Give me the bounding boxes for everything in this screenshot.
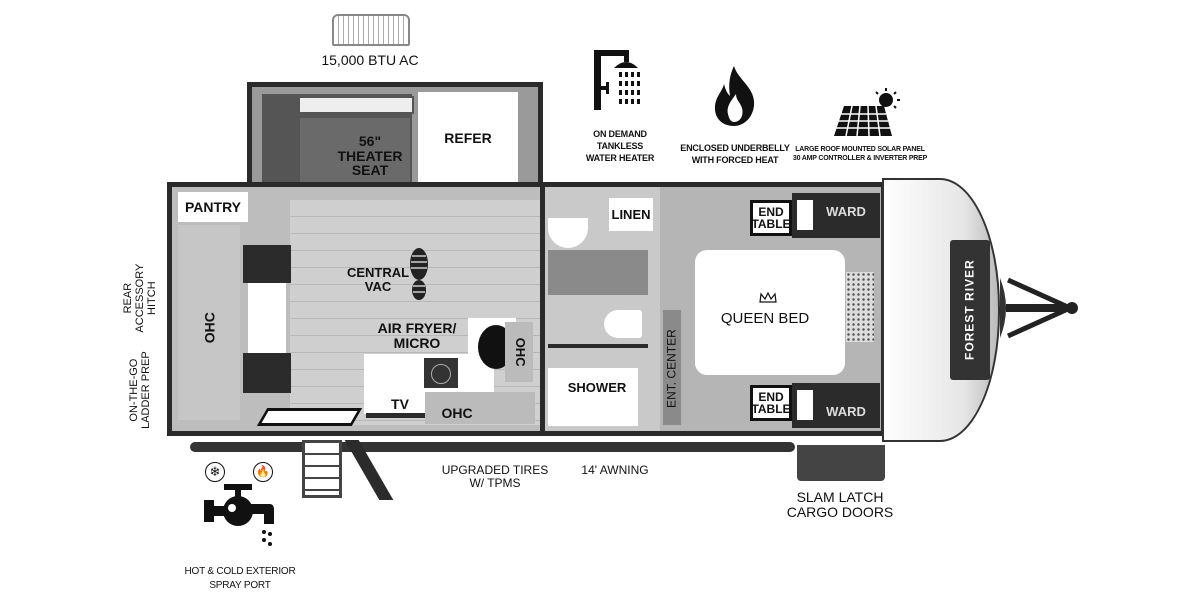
entry-door <box>256 408 363 426</box>
tv <box>366 413 428 418</box>
window <box>298 96 414 114</box>
spigot-icon <box>204 484 274 546</box>
rear-cabinet <box>178 225 240 420</box>
side-cabinet <box>505 322 533 382</box>
footprint-icon <box>410 248 428 300</box>
shower-pan <box>548 368 638 426</box>
shower-label: SHOWER <box>567 380 627 395</box>
ac-label: 15,000 BTU AC <box>321 52 419 68</box>
ohc-rear-label: OHC <box>201 312 218 344</box>
rear-hitch-label: REAR ACCESSORY HITCH <box>121 263 159 333</box>
air-conditioner-icon <box>332 14 410 46</box>
end-table-top: END TABLE <box>750 200 792 236</box>
bath-vanity <box>548 250 648 295</box>
brand-badge <box>950 240 990 380</box>
entry-steps <box>302 440 342 498</box>
wardrobe-top-door <box>797 200 813 230</box>
ent-center-label: ENT. CENTER <box>664 329 679 408</box>
solar-label: LARGE ROOF MOUNTED SOLAR PANEL 30 AMP CO… <box>792 146 928 163</box>
entertainment-center <box>663 310 681 425</box>
shower-icon <box>594 50 640 110</box>
linen-label: LINEN <box>611 207 651 222</box>
wardrobe-bottom-door <box>797 390 813 420</box>
refer-label: REFER <box>444 130 492 146</box>
awning <box>190 442 795 452</box>
seat-cushion <box>300 118 410 182</box>
toilet <box>604 310 642 338</box>
dinette-seat-bottom <box>243 353 291 393</box>
dinette-table <box>248 283 286 353</box>
end-table-bottom-label: END TABLE <box>751 390 791 416</box>
refrigerator: REFER <box>418 92 518 192</box>
spray-port-label: HOT & COLD EXTERIOR SPRAY PORT <box>184 566 296 591</box>
brand-label: FOREST RIVER <box>962 259 977 360</box>
awning-label: 14' AWNING <box>581 463 649 477</box>
cargo-label: SLAM LATCH CARGO DOORS <box>786 489 894 520</box>
queen-bed <box>695 250 845 375</box>
end-table-top-label: END TABLE <box>751 205 791 231</box>
water-heater-label: ON DEMAND TANKLESS WATER HEATER <box>585 129 655 164</box>
solar-panel-icon <box>834 88 900 137</box>
queen-bed-label: QUEEN BED <box>720 310 810 327</box>
air-fryer-label: AIR FRYER/ MICRO <box>377 320 457 351</box>
ward-top-label: WARD <box>826 204 866 219</box>
ohc-bottom-label: OHC <box>441 405 473 421</box>
pantry: PANTRY <box>178 192 248 222</box>
ladder-label: ON-THE-GO LADDER PREP <box>127 351 152 429</box>
hitch <box>1000 277 1078 339</box>
tv-label: TV <box>391 396 409 412</box>
dinette-seat-top <box>243 245 291 283</box>
headboard <box>846 272 874 342</box>
lower-cabinet <box>425 392 535 424</box>
central-vac-label: CENTRAL VAC <box>346 265 410 294</box>
theater-seat-label: 56" THEATER SEAT <box>337 133 403 179</box>
tires-label: UPGRADED TIRES W/ TPMS <box>441 463 549 490</box>
flame-icon <box>714 66 755 126</box>
fire-icon: 🔥 <box>253 462 273 482</box>
linen-cabinet: LINEN <box>609 198 653 231</box>
underbelly-label: ENCLOSED UNDERBELLY WITH FORCED HEAT <box>680 143 790 166</box>
end-table-bottom: END TABLE <box>750 385 792 421</box>
pantry-label: PANTRY <box>185 199 241 215</box>
cargo-door <box>797 445 885 481</box>
ward-bottom-label: WARD <box>826 404 866 419</box>
cooktop <box>424 358 458 388</box>
crown-icon <box>759 292 777 303</box>
ohc-side-label: OHC <box>513 337 529 367</box>
shower-door <box>548 344 648 348</box>
snowflake-icon: ❄ <box>205 462 225 482</box>
